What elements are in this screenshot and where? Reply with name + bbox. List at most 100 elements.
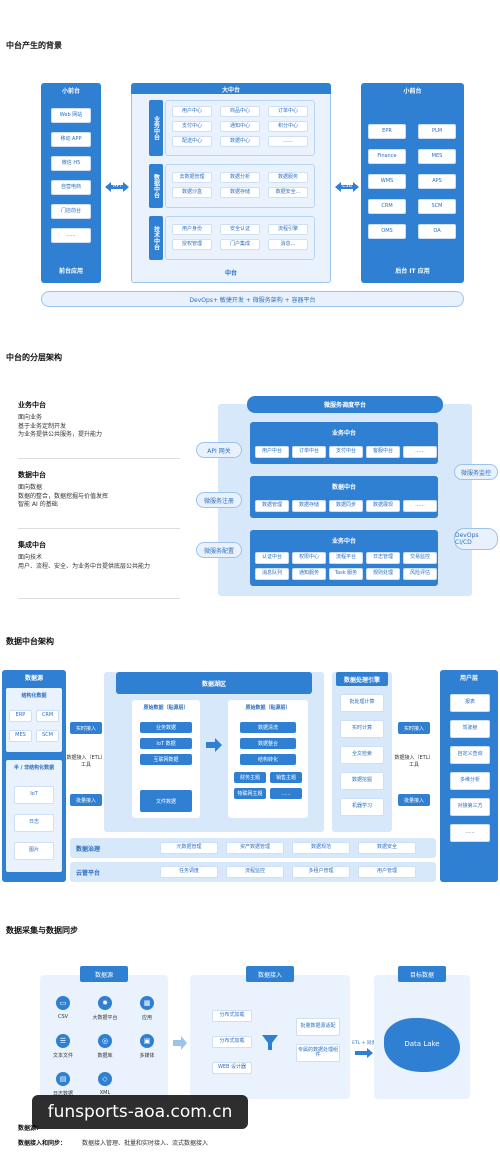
- data-center-item: 数据存储: [220, 187, 260, 198]
- semi-label: 半 / 非结构化数据: [13, 765, 55, 771]
- data-center-item: 数据安全...: [268, 187, 308, 198]
- back-app-item: PLM: [418, 124, 456, 139]
- user-item: 驾驶舱: [450, 720, 490, 738]
- front-app-item: Web 网站: [51, 108, 91, 123]
- s4-lake-header: 目标数据: [398, 966, 446, 982]
- source-label: 大数据平台: [92, 1015, 118, 1021]
- back-app-item: APS: [418, 174, 456, 189]
- data-mid-label: 数据中台: [149, 164, 163, 208]
- back-app-item: EPR: [368, 124, 406, 139]
- tech-center-item: 门户集成: [220, 239, 260, 250]
- tech-mid-box: [165, 216, 315, 260]
- clean-item: 财务主题: [234, 772, 266, 783]
- back-app-item: Finance: [368, 149, 406, 164]
- engine-item: 全文检索: [340, 746, 384, 764]
- clean-item: 数据清洗: [240, 722, 296, 733]
- engine-item: 实时计算: [340, 720, 384, 738]
- tech-center-item: 授权管理: [172, 239, 212, 250]
- batch-in: 批量接入: [70, 794, 102, 806]
- s2-biz-title: 业务中台: [331, 430, 356, 437]
- engine-item: 批处理计算: [340, 694, 384, 712]
- engine-header: 数据处理引擎: [336, 672, 388, 686]
- left-pill: 微服务配置: [196, 542, 242, 558]
- tech-center-item: 用户身份: [172, 224, 212, 235]
- ops-item: 流程监控: [226, 866, 284, 878]
- ingest-left-item: 分布式加载: [212, 1036, 252, 1048]
- clean-item: ......: [270, 788, 302, 799]
- tech-center-item: 消息...: [268, 239, 308, 250]
- back-footer: 后台 IT 应用: [395, 268, 430, 275]
- ingest-left-item: 分布式加载: [212, 1010, 252, 1022]
- source-label: 数据库: [97, 1053, 113, 1059]
- api-arrow: [105, 182, 129, 192]
- right-pill: DevOps CI/CD: [454, 528, 498, 550]
- gov-item: 数据安全: [358, 842, 416, 854]
- user-item: 对接第三方: [450, 798, 490, 816]
- biz-center-item: 支付中心: [172, 121, 212, 132]
- s2-data-item: 数据展现: [366, 500, 400, 512]
- clean-item: 物联网主题: [234, 788, 266, 799]
- raw-item: IoT 数据: [140, 738, 192, 749]
- front-app-item: 门店前台: [51, 204, 91, 219]
- source-icon: ▭: [56, 996, 70, 1010]
- biz-center-item: 商品中心: [220, 106, 260, 117]
- s2-data-item: 数据管理: [255, 500, 289, 512]
- s3-source-header: 数据源: [24, 675, 43, 682]
- s2-biz-item: ......: [403, 446, 437, 458]
- biz-center-item: 数据中心: [220, 136, 260, 147]
- lake-arrow: [206, 738, 222, 752]
- layer-description: 面向业务基于业务定制开发为业务提供公共服务，提升能力: [18, 414, 103, 439]
- structured-label: 结构化数据: [21, 693, 47, 699]
- clean-title: 原始数据（贴源层）: [245, 705, 291, 711]
- structured-item: MES: [9, 730, 32, 742]
- s2-biz-item: 客服中台: [366, 446, 400, 458]
- gov-label: 数据治理: [76, 846, 101, 853]
- left-pill: 微服务注册: [196, 492, 242, 508]
- ingest-right-item: 专属的数据处理组件: [296, 1044, 340, 1062]
- engine-item: 数据挖掘: [340, 772, 384, 790]
- s2-integ-item: 规则处理: [366, 568, 400, 580]
- structured-item: CRM: [36, 710, 59, 722]
- raw-item: 互联网数据: [140, 754, 192, 765]
- s2-integ-item: 通知服务: [292, 568, 326, 580]
- s2-integ-item: 风险评估: [403, 568, 437, 580]
- front-footer: 前台应用: [58, 268, 83, 275]
- data-lake-label: Data Lake: [404, 1040, 440, 1048]
- source-icon: ☰: [56, 1034, 70, 1048]
- source-label: CSV: [57, 1014, 69, 1020]
- structured-item: SCM: [36, 730, 59, 742]
- front-app-item: 移动 APP: [51, 132, 91, 147]
- source-label: 日志数据: [52, 1091, 73, 1097]
- ops-item: 多租户管理: [292, 866, 350, 878]
- user-item: 报表: [450, 694, 490, 712]
- section-title-data-arch: 数据中台架构: [6, 637, 54, 646]
- source-label: XML: [99, 1090, 111, 1096]
- biz-center-item: ......: [268, 136, 308, 147]
- s2-integ-item: 消息队列: [255, 568, 289, 580]
- sync-label: ETL + 同步: [352, 1041, 376, 1046]
- left-pill: API 网关: [196, 442, 242, 458]
- data-mid-box: [165, 164, 315, 208]
- platform-title: 微服务调度平台: [247, 396, 443, 413]
- s2-biz-item: 用户中台: [255, 446, 289, 458]
- s2-biz-item: 支付中台: [329, 446, 363, 458]
- source-icon: ▣: [140, 1034, 154, 1048]
- source-label: 应用: [141, 1015, 152, 1021]
- section-title-layered: 中台的分层架构: [6, 353, 62, 362]
- layer-divider: [18, 598, 180, 599]
- caption-1: 数据源：: [18, 1125, 43, 1132]
- esb-label: ESB: [342, 183, 352, 189]
- ops-item: 用户管理: [358, 866, 416, 878]
- source-icon: ▦: [140, 996, 154, 1010]
- gov-item: 数据规范: [292, 842, 350, 854]
- layer-heading: 数据中台: [18, 471, 46, 479]
- s2-integ-item: 流程平台: [329, 552, 363, 564]
- biz-center-item: 通知中心: [220, 121, 260, 132]
- clean-item: 结构转化: [240, 754, 296, 765]
- tech-mid-label: 技术中台: [149, 216, 163, 260]
- engine-item: 机器学习: [340, 798, 384, 816]
- api-label: API: [113, 183, 121, 189]
- user-item: 多维分析: [450, 772, 490, 790]
- right-pill: 微服务监控: [454, 464, 498, 480]
- data-lake-blob: [384, 1018, 460, 1072]
